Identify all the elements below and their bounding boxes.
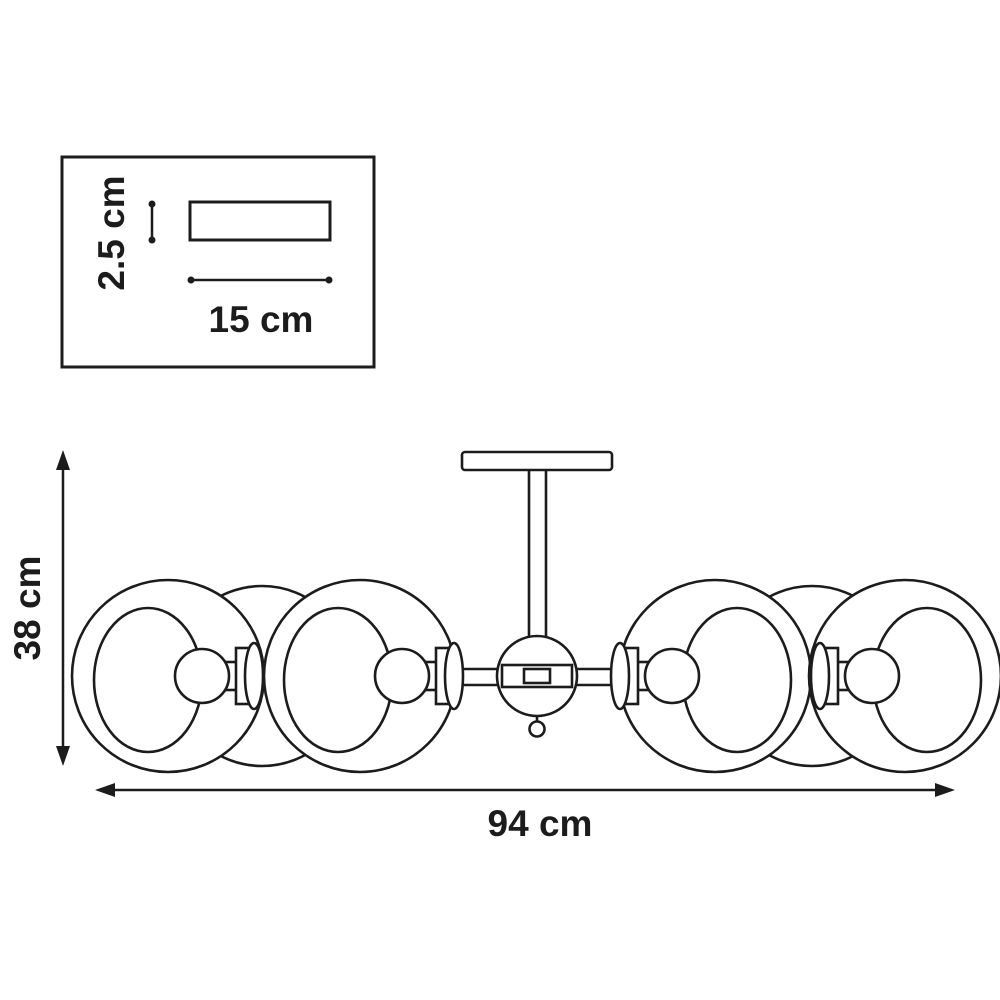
measure-dot: [148, 200, 156, 208]
width-dimension-label: 94 cm: [488, 803, 593, 844]
globe-outer-right: [807, 578, 1000, 774]
height-dimension: [56, 450, 70, 766]
ceiling-mount: [460, 450, 614, 642]
lamp-socket-outer-right: [809, 641, 901, 711]
bulb-icon: [643, 647, 701, 705]
measure-dot: [325, 276, 333, 284]
lamp-socket-outer-left: [173, 641, 265, 711]
width-dimension: [95, 783, 955, 797]
plate-cross-section: [188, 200, 332, 242]
inset-border: [60, 155, 376, 369]
bulb-icon: [173, 647, 231, 705]
inset-height-label: 2.5 cm: [91, 175, 132, 290]
central-hub: [495, 634, 579, 738]
inset-width-label: 15 cm: [209, 299, 314, 340]
measure-dot: [187, 276, 195, 284]
lamp-socket-inner-right: [609, 641, 701, 711]
height-dimension-label: 38 cm: [7, 556, 48, 661]
measure-dot: [148, 236, 156, 244]
inset-detail-box: [60, 155, 376, 369]
lamp-socket-inner-left: [373, 641, 465, 711]
chandelier-fixture: [70, 450, 1000, 774]
bulb-icon: [843, 647, 901, 705]
finial: [528, 720, 546, 738]
bulb-icon: [373, 647, 431, 705]
front-glass-globes: [70, 578, 1000, 774]
